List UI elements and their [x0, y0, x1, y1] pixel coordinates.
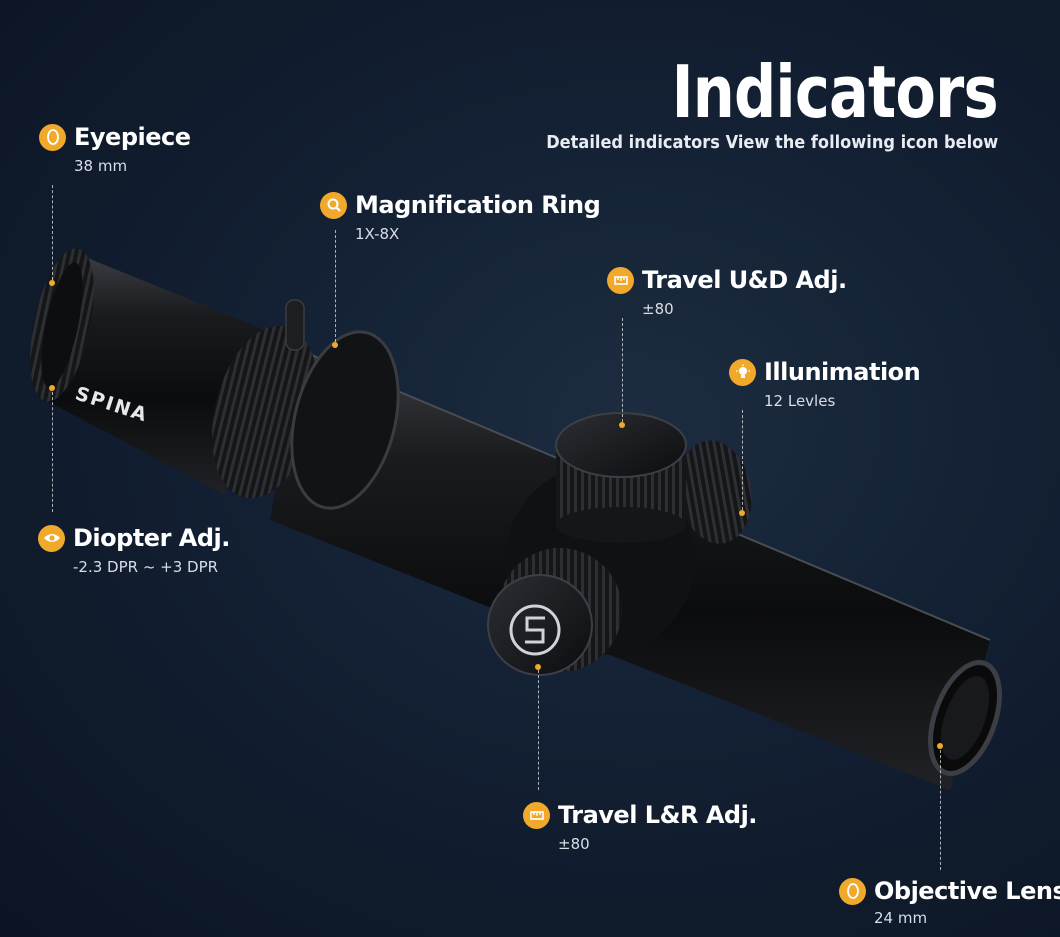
objective-end [928, 660, 1002, 776]
ruler-icon [523, 801, 550, 829]
magnification-ring [212, 299, 400, 510]
callout-value: 1X-8X [355, 225, 400, 243]
callout-value: -2.3 DPR ~ +3 DPR [73, 558, 219, 576]
callout-value: ±80 [642, 300, 674, 318]
callout-value: 38 mm [74, 157, 128, 175]
eyepiece-body [30, 248, 265, 495]
eyepiece-pin [49, 280, 55, 286]
callout-objective-lens: Objective Lens 24 mm [839, 877, 1060, 927]
diopter-leader [52, 392, 53, 512]
lens-icon [839, 877, 866, 905]
callout-value: 12 Levles [764, 392, 836, 410]
magnification-leader [335, 230, 336, 342]
callout-label: Travel U&D Adj. [642, 266, 847, 294]
magnification-pin [332, 342, 338, 348]
illumination-pin [739, 510, 745, 516]
illumination-leader [742, 410, 743, 510]
lens-icon [39, 123, 66, 151]
windage-turret [487, 548, 622, 676]
objective-pin [937, 743, 943, 749]
callout-label: Illunimation [764, 358, 921, 386]
callout-travel-lr: Travel L&R Adj. ±80 [523, 801, 757, 853]
callout-illumination: Illunimation 12 Levles [729, 358, 921, 410]
page-subtitle: Detailed indicators View the following i… [545, 132, 998, 153]
callout-value: ±80 [558, 835, 590, 853]
eyepiece-leader-top [52, 185, 53, 280]
diopter-pin [49, 385, 55, 391]
callout-label: Objective Lens [874, 877, 1060, 905]
travel-lr-leader [538, 670, 539, 790]
ruler-icon [607, 266, 634, 294]
page-title: Indicators [671, 50, 999, 134]
travel-ud-leader [622, 318, 623, 422]
illumination-knob [678, 440, 752, 544]
callout-eyepiece: Eyepiece 38 mm [39, 123, 191, 175]
magnifier-icon [320, 191, 347, 219]
callout-value: 24 mm [874, 909, 928, 927]
callout-label: Magnification Ring [355, 191, 601, 219]
callout-label: Travel L&R Adj. [558, 801, 757, 829]
callout-magnification-ring: Magnification Ring 1X-8X [320, 191, 601, 243]
callout-label: Diopter Adj. [73, 524, 230, 552]
callout-travel-ud: Travel U&D Adj. ±80 [607, 266, 847, 318]
eye-icon [38, 524, 65, 552]
callout-diopter: Diopter Adj. -2.3 DPR ~ +3 DPR [38, 524, 230, 576]
objective-leader [940, 750, 941, 870]
callout-label: Eyepiece [74, 123, 191, 151]
travel-ud-pin [619, 422, 625, 428]
elevation-turret [555, 412, 687, 543]
travel-lr-pin [535, 664, 541, 670]
lightbulb-icon [729, 358, 756, 386]
